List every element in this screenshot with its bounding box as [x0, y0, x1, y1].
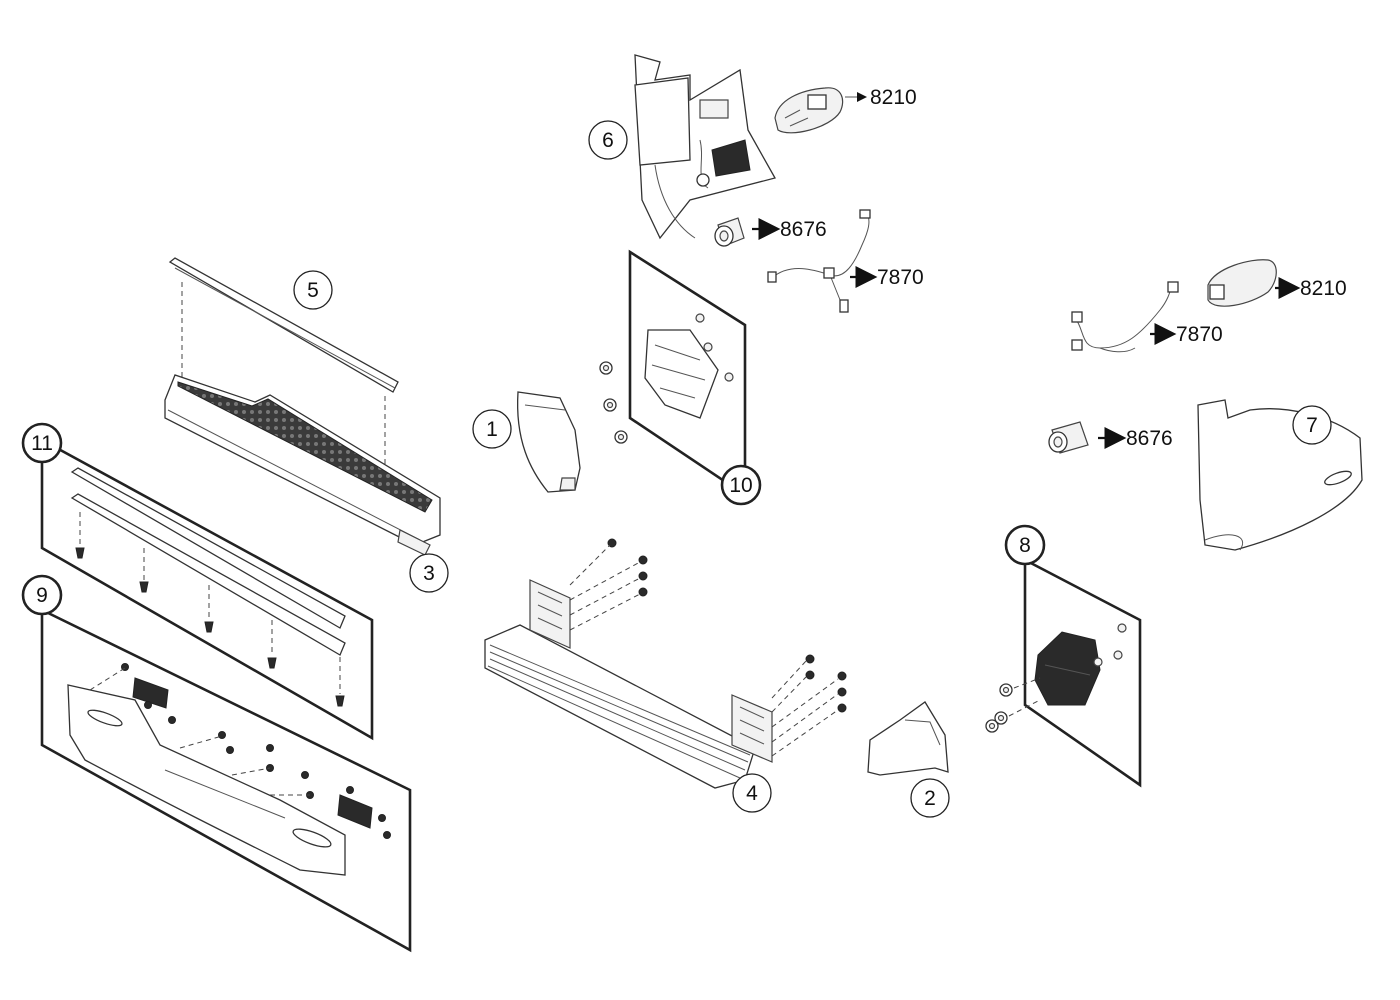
callout-5: 5	[293, 270, 333, 310]
clips-11	[75, 547, 345, 707]
callout-10-label: 10	[729, 474, 752, 497]
callout-8-label: 8	[1019, 534, 1031, 557]
parking-sensor-right	[1048, 421, 1089, 454]
wiring-harness-top	[767, 209, 871, 313]
callout-5-label: 5	[307, 279, 319, 302]
part-7-corner-bumper	[1197, 399, 1363, 551]
part-8-bracket	[1034, 623, 1127, 706]
fasteners-9	[121, 663, 391, 839]
callout-2: 2	[910, 778, 950, 818]
wiring-harness-right	[1071, 281, 1179, 353]
ref-8210-right: 8210	[1300, 277, 1347, 300]
callout-7: 7	[1292, 405, 1332, 445]
callout-10: 10	[720, 464, 762, 506]
parking-sensor-top	[714, 217, 745, 247]
part-9-bumper-trim	[67, 663, 391, 876]
callout-8: 8	[1004, 524, 1046, 566]
part-6-corner-panel	[634, 54, 776, 240]
sensor-housing-right	[1207, 259, 1277, 307]
callout-1: 1	[472, 409, 512, 449]
ref-7870-right: 7870	[1176, 323, 1223, 346]
callout-11: 11	[21, 422, 63, 464]
callout-7-label: 7	[1306, 414, 1318, 437]
part-3-step-grille	[164, 374, 441, 556]
nuts-10	[599, 361, 628, 444]
ref-8676-top: 8676	[780, 218, 827, 241]
ref-7870-top: 7870	[877, 266, 924, 289]
callout-6-label: 6	[602, 129, 614, 152]
ref-8210-top: 8210	[870, 86, 917, 109]
callout-6: 6	[588, 120, 628, 160]
panel-9	[40, 607, 412, 953]
panel-8	[1023, 557, 1142, 788]
callout-3: 3	[409, 553, 449, 593]
part-4-running-board	[484, 579, 773, 789]
callout-3-label: 3	[423, 562, 435, 585]
callout-4-label: 4	[746, 782, 758, 805]
bolts-4	[569, 538, 847, 757]
callout-2-label: 2	[924, 787, 936, 810]
callout-11-label: 11	[31, 432, 53, 455]
callout-4: 4	[732, 773, 772, 813]
nuts-8	[985, 677, 1041, 733]
part-5-trim-strip	[168, 257, 399, 393]
callout-1-label: 1	[486, 418, 498, 441]
part-2-splash-shield	[867, 701, 949, 776]
part-1-splash-shield	[516, 391, 581, 493]
part-10-bracket	[644, 313, 734, 419]
ref-8676-right: 8676	[1126, 427, 1173, 450]
callout-9: 9	[21, 574, 63, 616]
sensor-housing-top	[774, 87, 844, 134]
part-11-strips	[70, 467, 346, 707]
callout-9-label: 9	[36, 584, 48, 607]
panel-11	[40, 437, 374, 741]
